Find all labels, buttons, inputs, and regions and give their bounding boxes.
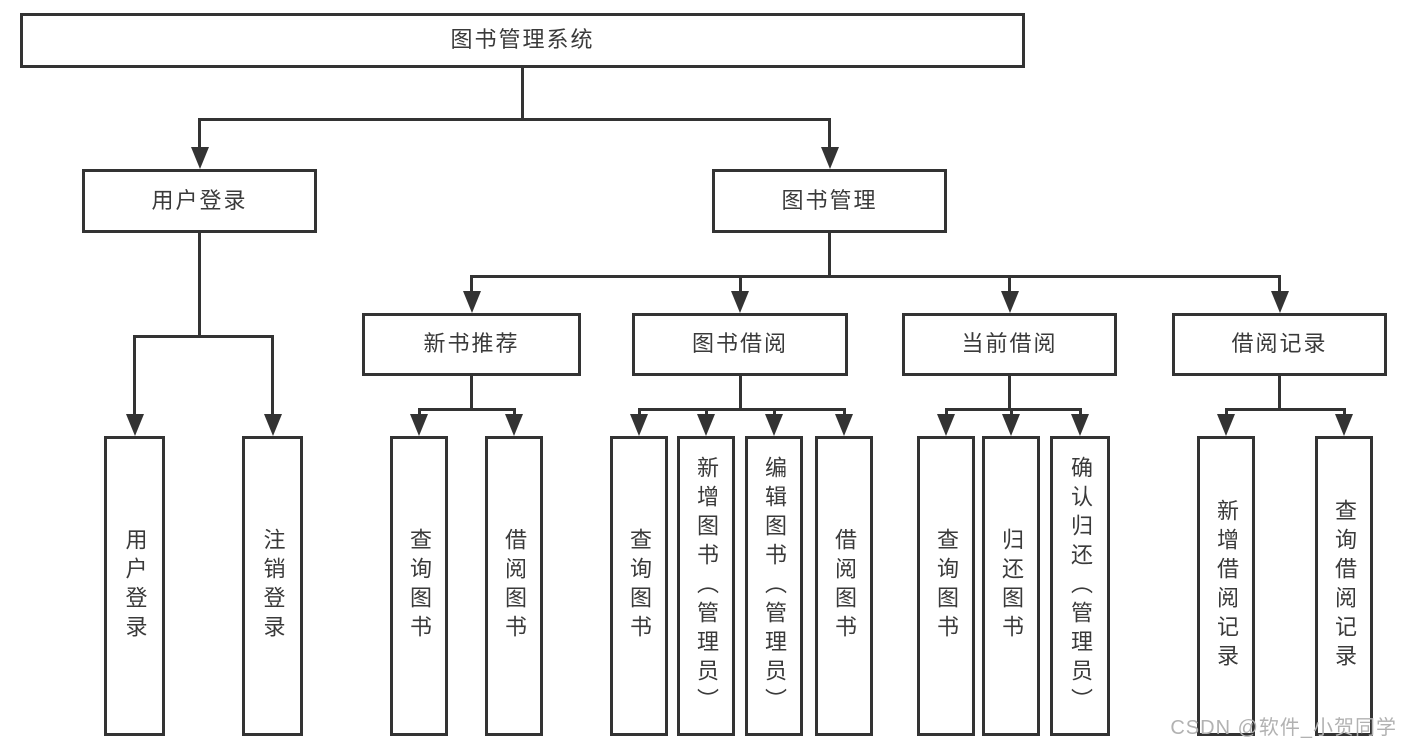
node-leaf-cb-return-books: 归还图书	[982, 436, 1040, 736]
node-label: 归还图书	[999, 528, 1024, 644]
connector-line	[772, 408, 776, 418]
node-leaf-logout: 注销登录	[242, 436, 303, 736]
node-leaf-rec-query-books: 查询图书	[390, 436, 448, 736]
node-label: 新增图书（管理员）	[694, 455, 719, 717]
connector-line	[1008, 376, 1011, 411]
node-leaf-cb-confirm-return: 确认归还（管理员）	[1050, 436, 1110, 736]
connector-line	[417, 408, 516, 411]
node-leaf-br-add-record: 新增借阅记录	[1197, 436, 1255, 736]
arrow-down-icon	[125, 414, 144, 436]
connector-line	[1278, 376, 1281, 411]
node-label: 查询借阅记录	[1332, 499, 1357, 673]
arrow-down-icon	[937, 414, 955, 436]
node-new-book-recommend: 新书推荐	[362, 313, 581, 376]
node-label: 查询图书	[627, 528, 652, 644]
connector-line	[271, 335, 274, 418]
node-label: 用户登录	[151, 187, 248, 213]
arrow-down-icon	[505, 414, 523, 436]
connector-line	[470, 376, 473, 411]
connector-line	[704, 408, 708, 418]
connector-line	[512, 408, 516, 418]
node-label: 图书借阅	[691, 331, 788, 357]
arrow-down-icon	[1270, 291, 1289, 313]
node-label: 当前借阅	[961, 331, 1058, 357]
connector-line	[198, 118, 201, 151]
node-label: 查询图书	[407, 528, 432, 644]
arrow-down-icon	[820, 147, 839, 169]
connector-line	[828, 118, 831, 151]
connector-line	[521, 68, 524, 121]
connector-line	[1008, 275, 1011, 295]
node-user-login-group: 用户登录	[82, 169, 317, 233]
connector-line	[133, 335, 136, 418]
connector-line	[738, 376, 742, 411]
arrow-down-icon	[263, 414, 282, 436]
node-leaf-bb-add-books: 新增图书（管理员）	[677, 436, 735, 736]
node-current-borrow: 当前借阅	[902, 313, 1117, 376]
connector-line	[842, 408, 846, 418]
connector-line	[1342, 408, 1346, 418]
connector-line	[133, 335, 274, 338]
arrow-down-icon	[835, 414, 853, 436]
node-borrow-records: 借阅记录	[1172, 313, 1387, 376]
connector-line	[1224, 408, 1228, 418]
arrow-down-icon	[697, 414, 715, 436]
node-book-management: 图书管理	[712, 169, 947, 233]
node-label: 借阅图书	[502, 528, 527, 644]
arrow-down-icon	[731, 291, 749, 313]
node-label: 图书管理系统	[450, 27, 595, 53]
connector-line	[828, 233, 831, 278]
node-book-borrow: 图书借阅	[632, 313, 848, 376]
arrow-down-icon	[462, 291, 481, 313]
node-label: 图书管理	[781, 187, 878, 213]
arrow-down-icon	[1002, 414, 1020, 436]
node-leaf-cb-query-books: 查询图书	[917, 436, 975, 736]
connector-line	[944, 408, 1082, 411]
connector-line	[738, 275, 742, 295]
node-leaf-bb-edit-books: 编辑图书（管理员）	[745, 436, 803, 736]
node-label: 确认归还（管理员）	[1068, 455, 1093, 717]
node-leaf-rec-borrow-books: 借阅图书	[485, 436, 543, 736]
arrow-down-icon	[1335, 414, 1353, 436]
connector-line	[637, 408, 846, 411]
node-leaf-br-query-record: 查询借阅记录	[1315, 436, 1373, 736]
watermark: CSDN @软件_小贺同学	[1170, 717, 1397, 739]
arrow-down-icon	[1071, 414, 1089, 436]
arrow-down-icon	[190, 147, 209, 169]
arrow-down-icon	[630, 414, 648, 436]
connector-line	[470, 275, 473, 295]
connector-line	[198, 118, 831, 121]
arrow-down-icon	[410, 414, 428, 436]
node-leaf-bb-borrow-books: 借阅图书	[815, 436, 873, 736]
connector-line	[1224, 408, 1346, 411]
arrow-down-icon	[1217, 414, 1235, 436]
connector-line	[417, 408, 421, 418]
node-leaf-bb-query-books: 查询图书	[610, 436, 668, 736]
node-label: 用户登录	[122, 528, 148, 644]
connector-line	[1078, 408, 1082, 418]
node-label: 借阅记录	[1231, 331, 1328, 357]
arrow-down-icon	[1000, 291, 1019, 313]
arrow-down-icon	[765, 414, 783, 436]
connector-line	[1009, 408, 1013, 418]
node-label: 新增借阅记录	[1214, 499, 1239, 673]
connector-line	[470, 275, 1281, 278]
node-leaf-user-login: 用户登录	[104, 436, 165, 736]
connector-line	[637, 408, 641, 418]
node-label: 查询图书	[934, 528, 959, 644]
node-label: 新书推荐	[423, 331, 520, 357]
connector-line	[1278, 275, 1281, 295]
connector-line	[198, 233, 201, 338]
node-label: 注销登录	[260, 528, 286, 644]
node-label: 借阅图书	[832, 528, 857, 644]
node-label: 编辑图书（管理员）	[762, 455, 787, 717]
node-root: 图书管理系统	[20, 13, 1025, 68]
connector-line	[944, 408, 948, 418]
